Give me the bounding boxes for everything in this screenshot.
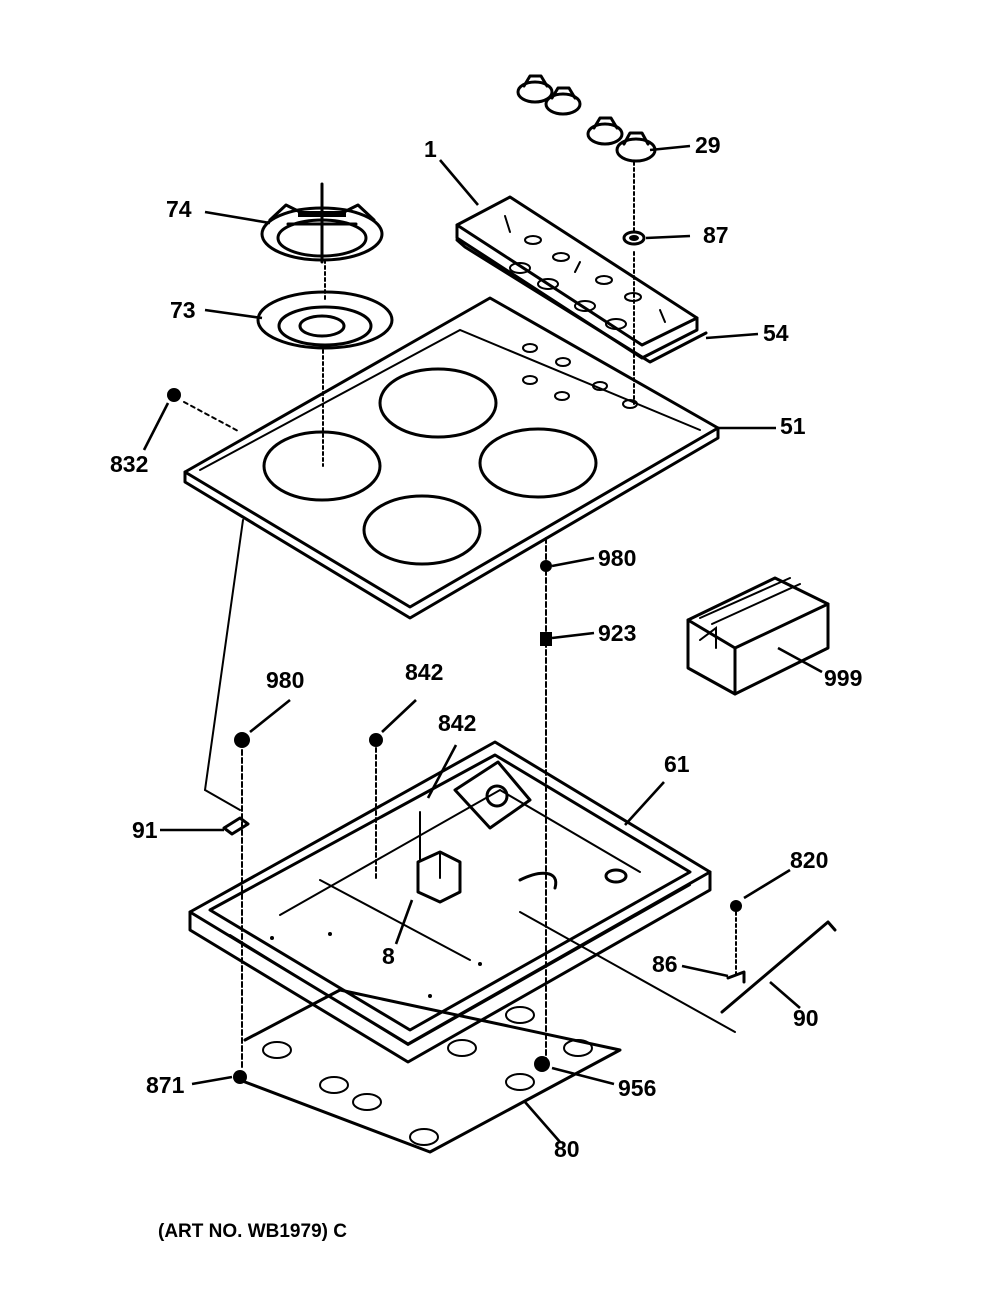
callout-87: 87 — [703, 222, 729, 248]
knob-bezel — [622, 230, 646, 246]
callout-832: 832 — [110, 451, 148, 477]
bottom-plate — [243, 988, 622, 1154]
callout-73: 73 — [170, 297, 196, 323]
fastener-842-left — [369, 733, 383, 881]
callout-51: 51 — [780, 413, 806, 439]
callout-842-a: 842 — [405, 659, 443, 685]
callout-980-top: 980 — [598, 545, 636, 571]
burner-grate — [260, 182, 384, 264]
callout-1: 1 — [424, 136, 437, 162]
callout-54: 54 — [763, 320, 789, 346]
rod-assembly — [519, 900, 837, 1033]
callout-980-left: 980 — [266, 667, 304, 693]
callout-842-b: 842 — [438, 710, 476, 736]
callout-29: 29 — [695, 132, 721, 158]
screw-832 — [167, 388, 241, 433]
callout-999: 999 — [824, 665, 862, 691]
art-number: (ART NO. WB1979) C — [158, 1221, 347, 1242]
callout-74: 74 — [166, 196, 192, 222]
callout-91: 91 — [132, 817, 158, 843]
callout-90: 90 — [793, 1005, 819, 1031]
callout-956: 956 — [618, 1075, 656, 1101]
leader-lines — [142, 144, 823, 1143]
callout-923: 923 — [598, 620, 636, 646]
literature-box — [686, 576, 830, 696]
callout-80: 80 — [554, 1136, 580, 1162]
callout-labels: 1 29 74 87 73 54 51 832 980 923 999 980 … — [110, 132, 862, 1162]
callout-86: 86 — [652, 951, 678, 977]
panel-backing — [455, 238, 708, 364]
callout-871: 871 — [146, 1072, 185, 1098]
control-panel — [455, 195, 699, 360]
burner-bowl — [256, 259, 394, 467]
fasteners-right-line — [540, 560, 552, 646]
callout-8: 8 — [382, 943, 395, 969]
callout-61: 61 — [664, 751, 690, 777]
fastener-980-left — [233, 732, 250, 1084]
callout-820: 820 — [790, 847, 828, 873]
control-knobs — [516, 74, 657, 233]
bracket-91 — [222, 816, 250, 836]
alignment-line-left — [204, 519, 244, 791]
